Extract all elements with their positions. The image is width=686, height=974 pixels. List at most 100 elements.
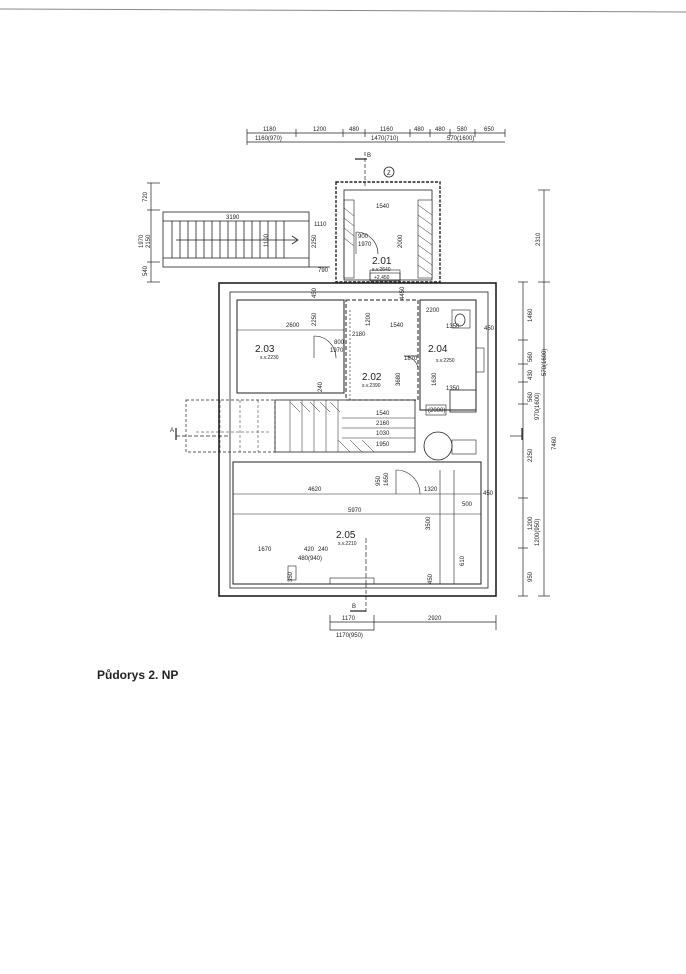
dim-right-outer-1: 2310 bbox=[536, 232, 542, 246]
dim-right-inner-1: 1460 bbox=[528, 308, 534, 322]
room-2-02 bbox=[345, 299, 419, 401]
room-2-05-dim-3500: 3500 bbox=[426, 516, 432, 530]
dim-right-outer-2: 7460 bbox=[552, 436, 558, 450]
room-2-03-dim-door2: 1970 bbox=[330, 348, 344, 354]
dim-bottom-2: 2920 bbox=[428, 616, 442, 622]
room-2-02-dim-4450: 4450 bbox=[400, 286, 406, 300]
right-dimension-chains bbox=[518, 189, 550, 597]
building-outline bbox=[218, 282, 497, 597]
section-label-top: B bbox=[367, 153, 371, 159]
stair-dim-1030: 1030 bbox=[376, 431, 390, 437]
external-stair-dashed bbox=[185, 399, 276, 453]
room-2-03-area: s.v.2230 bbox=[260, 355, 279, 361]
stair-dim-step: 790 bbox=[318, 268, 329, 274]
room-2-03 bbox=[236, 299, 345, 394]
room-2-05-dim-420: 420 bbox=[304, 547, 315, 553]
room-2-04-dim-1350: 1350 bbox=[446, 324, 460, 330]
room-2-02-dim-450: 450 bbox=[312, 287, 318, 298]
room-2-05-dim-1670: 1670 bbox=[258, 547, 272, 553]
dim-right-inner-2: 560 bbox=[528, 351, 534, 362]
room-2-05-label: 2.05 bbox=[336, 530, 356, 541]
dim-right-inner-9: 1200(950) bbox=[535, 519, 541, 546]
room-2-02-label: 2.02 bbox=[362, 372, 382, 383]
dim-left-2: 1970 bbox=[139, 234, 145, 248]
stair-dim-length: 3190 bbox=[226, 215, 240, 221]
room-2-01-level: +2,450 bbox=[374, 275, 390, 281]
external-staircase bbox=[162, 211, 330, 268]
bottom-dimension-chain bbox=[329, 615, 497, 631]
room-2-05-dim-350: 350 bbox=[288, 571, 294, 582]
dim-top-row2-3: 570(1600) bbox=[447, 136, 474, 142]
room-2-01-dim-1: 1540 bbox=[376, 204, 390, 210]
room-2-02-area: s.v.2390 bbox=[362, 383, 381, 389]
room-2-02-dim-2180: 2180 bbox=[352, 332, 366, 338]
room-2-02-dim-1200: 1200 bbox=[366, 312, 372, 326]
room-2-05-area: s.v.2210 bbox=[338, 541, 357, 547]
room-2-04-dim-1870: 1870 bbox=[404, 356, 418, 362]
room-2-05-dim-4620: 4620 bbox=[308, 487, 322, 493]
dim-top-2: 1200 bbox=[313, 127, 327, 133]
dim-top-3: 480 bbox=[349, 127, 360, 133]
dim-top-4: 1160 bbox=[380, 127, 394, 133]
room-2-04-label: 2.04 bbox=[428, 344, 448, 355]
top-dimension-chain bbox=[246, 129, 506, 145]
room-2-02-dim-3680: 3680 bbox=[396, 372, 402, 386]
dim-right-inner-7: 2250 bbox=[528, 448, 534, 462]
dim-right-inner-3: 430 bbox=[528, 369, 534, 380]
section-marker-bottom bbox=[350, 584, 367, 614]
dim-top-7: 580 bbox=[457, 127, 468, 133]
room-2-04-dim-1630: 1630 bbox=[432, 372, 438, 386]
room-2-05-dim-950: 950 bbox=[376, 475, 382, 486]
dim-top-5: 480 bbox=[414, 127, 425, 133]
dim-right-inner-8: 1200 bbox=[528, 516, 534, 530]
section-marker-top bbox=[355, 152, 367, 186]
room-2-03-dim-door: 800 bbox=[334, 340, 345, 346]
room-2-02-dim-top: 1540 bbox=[390, 323, 404, 329]
room-2-05-dim-450b: 450 bbox=[428, 573, 434, 584]
dim-right-inner-4: 560 bbox=[528, 391, 534, 402]
dim-left-3: 2150 bbox=[146, 234, 152, 248]
dim-bottom-3: 1170(950) bbox=[336, 633, 363, 639]
room-2-04-dim-450: 450 bbox=[484, 326, 495, 332]
room-2-04-dim-1350b: 1350 bbox=[446, 386, 460, 392]
room-2-03-label: 2.03 bbox=[255, 344, 275, 355]
dim-top-8: 650 bbox=[484, 127, 495, 133]
stair-dim-1540: 1540 bbox=[376, 411, 390, 417]
room-2-05-dim-240: 240 bbox=[318, 547, 329, 553]
section-marker-side bbox=[175, 428, 523, 440]
dim-top-6: 480 bbox=[435, 127, 446, 133]
stair-dim-width: 1100 bbox=[264, 233, 270, 247]
room-2-05-dim-500: 500 bbox=[462, 502, 473, 508]
dim-left-1: 720 bbox=[143, 191, 149, 202]
room-2-04-dim-2200: 2200 bbox=[426, 308, 440, 314]
dim-right-inner-5: 970(1600) bbox=[535, 393, 541, 420]
room-2-01-area: s.v.2640 bbox=[372, 267, 391, 273]
room-2-05-dim-480: 480(940) bbox=[298, 556, 322, 562]
small-fixture bbox=[451, 439, 477, 455]
dim-top-row2-2: 1470(710) bbox=[371, 136, 398, 142]
room-2-01-dim-3: 1970 bbox=[358, 242, 372, 248]
room-2-04-dim-2000: (2000) bbox=[428, 408, 445, 414]
dim-bottom-1: 1170 bbox=[342, 616, 356, 622]
section-label-bottom: B bbox=[352, 604, 356, 610]
drawing-caption: Půdorys 2. NP bbox=[97, 668, 179, 682]
stair-dim-landing: 1110 bbox=[314, 222, 327, 228]
room-2-01-label: 2.01 bbox=[372, 256, 392, 267]
room-2-05-dim-610: 610 bbox=[460, 555, 466, 566]
room-2-01-walls bbox=[335, 181, 441, 283]
room-2-03-dim-width: 2600 bbox=[286, 323, 300, 329]
dim-right-inner-10: 950 bbox=[528, 571, 534, 582]
room-2-01-dim-4: 2000 bbox=[398, 234, 404, 248]
grid-marker-circle bbox=[383, 166, 395, 178]
internal-staircase bbox=[274, 399, 416, 453]
room-2-01-level-box bbox=[369, 272, 401, 282]
room-2-05-dim-5970: 5970 bbox=[348, 508, 362, 514]
room-2-01-dim-0: 2250 bbox=[312, 234, 318, 248]
dim-top-row2-1: 1160(970) bbox=[255, 136, 282, 142]
room-2-05 bbox=[232, 461, 482, 585]
left-dimension-chain bbox=[147, 182, 160, 283]
dim-right-inner-6: 570(1600) bbox=[542, 349, 548, 376]
room-2-04-area: s.v.2250 bbox=[436, 358, 455, 364]
dim-left-4: 540 bbox=[143, 265, 149, 276]
stair-dim-1950: 1950 bbox=[376, 442, 390, 448]
